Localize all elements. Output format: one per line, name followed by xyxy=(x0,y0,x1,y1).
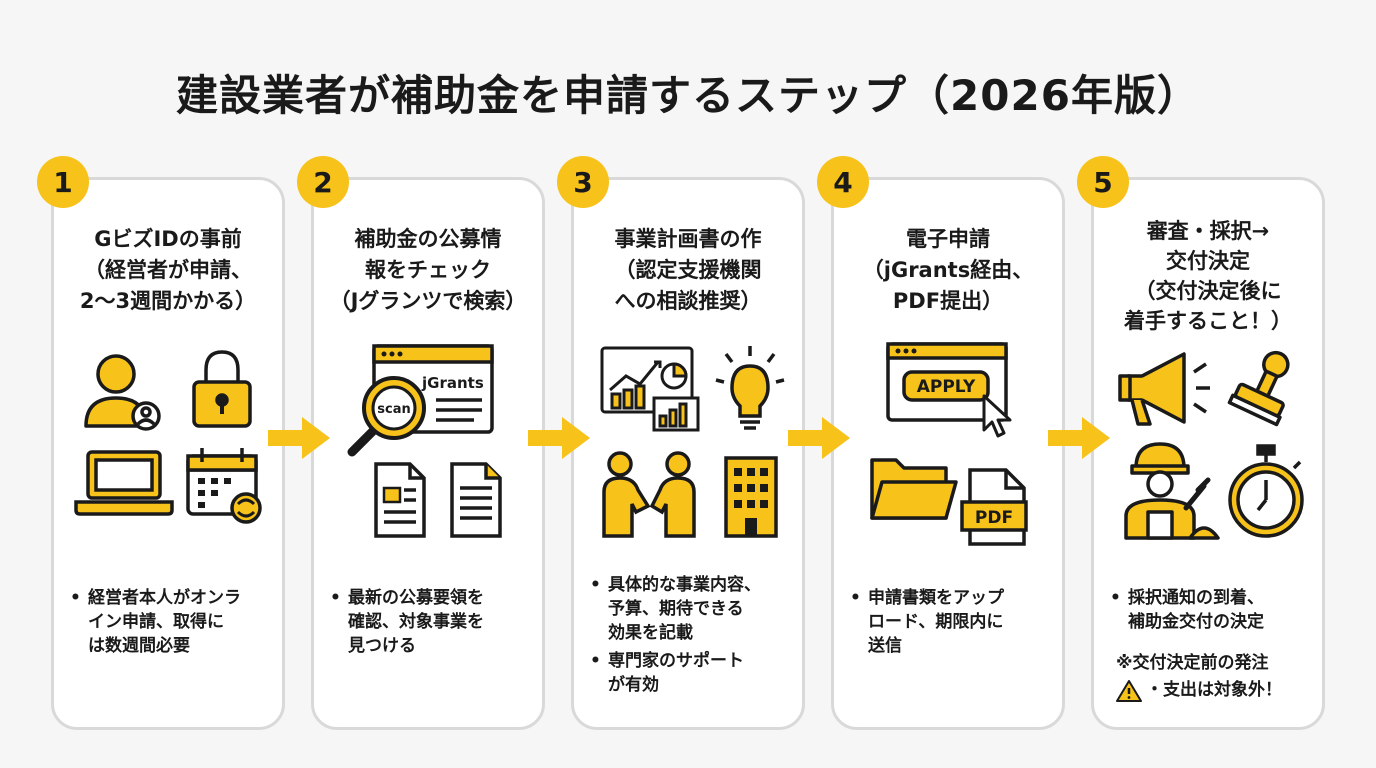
pdf-file-icon: PDF xyxy=(960,468,1028,546)
bullet-item: 最新の公募要領を 確認、対象事業を 見つける xyxy=(330,586,540,658)
step-card-1: GビズIDの事前 （経営者が申請、 2〜3週間かかる） xyxy=(51,177,285,730)
step-card-4: 電子申請 （jGrants経由、 PDF提出） APPLY PDF 申請書類をア… xyxy=(831,177,1065,730)
person-icon xyxy=(84,354,161,431)
warning-note: ※交付決定前の発注 ・支出は対象外！ xyxy=(1116,650,1282,704)
step-badge-5: 5 xyxy=(1077,156,1129,208)
jgrants-label: jGrants xyxy=(421,374,484,392)
pdf-label: PDF xyxy=(975,508,1013,528)
step-card-2: 補助金の公募情 報をチェック （Jグランツで検索） jGrants scan xyxy=(311,177,545,730)
handshake-icon xyxy=(602,451,696,538)
folder-icon xyxy=(870,458,958,520)
construction-worker-icon xyxy=(1124,442,1220,540)
step-heading: GビズIDの事前 （経営者が申請、 2〜3週間かかる） xyxy=(79,227,257,313)
cursor-icon xyxy=(982,394,1012,438)
bullet-item: 経営者本人がオンラ イン申請、取得に は数週間必要 xyxy=(70,586,280,658)
document-icon xyxy=(450,462,502,538)
bullet-item: 具体的な事業内容、 予算、期待できる 効果を記載 xyxy=(590,573,800,645)
step-heading: 事業計画書の作 （認定支援機関 への相談推奨） xyxy=(614,227,762,313)
step-card-3: 事業計画書の作 （認定支援機関 への相談推奨） xyxy=(571,177,805,730)
apply-button-graphic xyxy=(902,370,990,402)
laptop-icon xyxy=(74,450,174,516)
bullet-list: 採択通知の到着、 補助金交付の決定 xyxy=(1110,586,1320,638)
padlock-icon xyxy=(192,350,252,428)
chart-icon xyxy=(600,346,700,432)
apply-label: APPLY xyxy=(917,377,976,397)
bullet-list: 経営者本人がオンラ イン申請、取得に は数週間必要 xyxy=(70,586,280,662)
stopwatch-icon xyxy=(1228,444,1304,538)
bullet-list: 最新の公募要領を 確認、対象事業を 見つける xyxy=(330,586,540,662)
lightbulb-icon xyxy=(715,346,785,430)
step-badge-3: 3 xyxy=(557,156,609,208)
step-badge-4: 4 xyxy=(817,156,869,208)
bullet-item: 専門家のサポート が有効 xyxy=(590,649,800,697)
arrow-right-icon xyxy=(528,417,590,459)
bullet-item: 採択通知の到着、 補助金交付の決定 xyxy=(1110,586,1320,634)
calendar-icon xyxy=(186,448,262,524)
step-heading: 審査・採択→ 交付決定 （交付決定後に 着手すること！） xyxy=(1124,219,1292,333)
arrow-right-icon xyxy=(1048,417,1110,459)
step-heading: 補助金の公募情 報をチェック （Jグランツで検索） xyxy=(329,227,527,313)
magnifier-icon: scan xyxy=(347,376,426,457)
step-badge-2: 2 xyxy=(297,156,349,208)
step-card-5: 審査・採択→ 交付決定 （交付決定後に 着手すること！） xyxy=(1091,177,1325,730)
bullet-list: 具体的な事業内容、 予算、期待できる 効果を記載 専門家のサポート が有効 xyxy=(590,573,800,701)
bullet-list: 申請書類をアップ ロード、期限内に 送信 xyxy=(850,586,1060,662)
megaphone-icon xyxy=(1118,352,1210,426)
building-icon xyxy=(724,456,778,538)
arrow-right-icon xyxy=(788,417,850,459)
document-icon xyxy=(374,462,426,538)
step-badge-1: 1 xyxy=(37,156,89,208)
scan-label: scan xyxy=(377,402,410,417)
bullet-item: 申請書類をアップ ロード、期限内に 送信 xyxy=(850,586,1060,658)
stamp-icon xyxy=(1227,350,1290,427)
browser-window-icon: APPLY xyxy=(886,342,1008,422)
step-heading: 電子申請 （jGrants経由、 PDF提出） xyxy=(862,227,1034,313)
warning-icon xyxy=(1116,679,1142,702)
arrow-right-icon xyxy=(268,417,330,459)
page-title: 建設業者が補助金を申請するステップ（2026年版） xyxy=(176,71,1200,120)
